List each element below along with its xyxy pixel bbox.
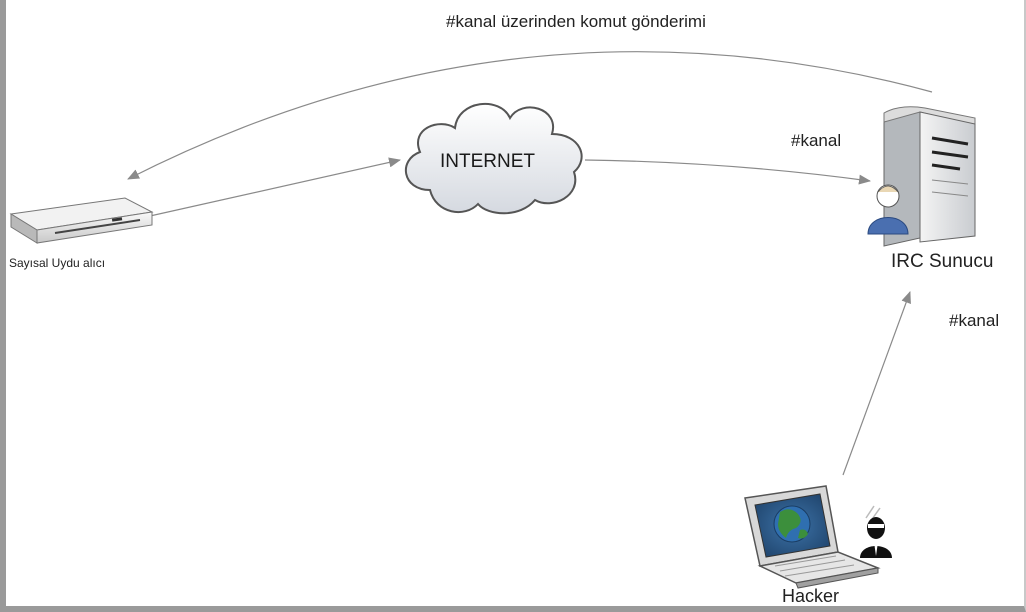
cloud-icon [404, 102, 583, 215]
channel-label-hacker: #kanal [949, 311, 1000, 330]
satellite-receiver-icon [9, 197, 154, 244]
laptop-icon [744, 485, 881, 589]
internet-label: INTERNET [440, 151, 535, 172]
receiver-label: Sayısal Uydu alıcı [9, 256, 106, 270]
user-icon [867, 184, 909, 235]
hacker-label: Hacker [782, 586, 840, 606]
globe-icon [773, 505, 811, 543]
channel-label-server: #kanal [791, 131, 842, 150]
hacker-figure-icon [860, 505, 892, 558]
edge-receiver-to-internet [149, 157, 401, 217]
irc-server-label: IRC Sunucu [891, 251, 994, 272]
command-label: #kanal üzerinden komut gönderimi [446, 12, 706, 31]
edge-irc-server-to-receiver [127, 51, 933, 180]
edge-hacker-to-irc-server [842, 291, 911, 476]
edge-internet-to-irc-server [584, 159, 871, 185]
server-icon [883, 106, 976, 247]
